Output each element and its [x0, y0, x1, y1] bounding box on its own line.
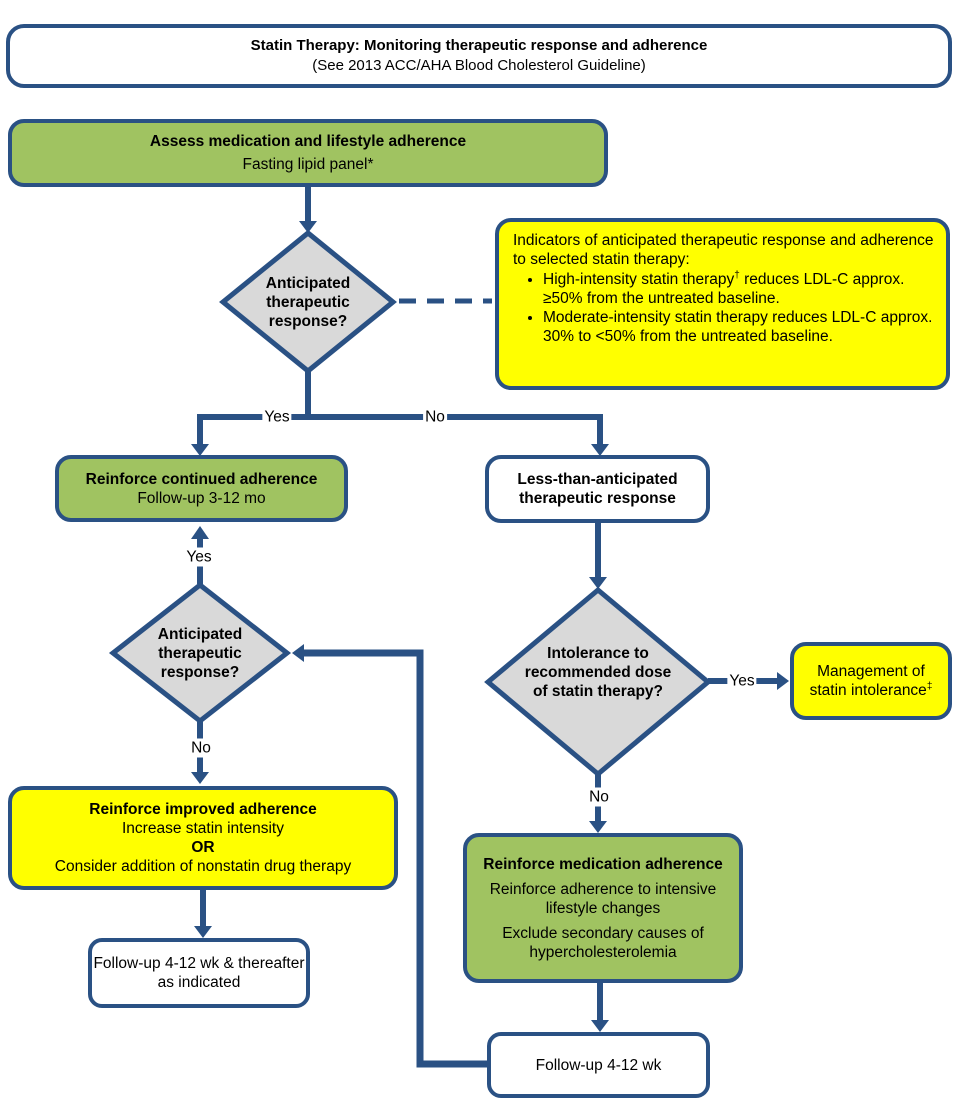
diamond2-label: Anticipated therapeutic response? — [157, 626, 243, 681]
arrowhead-down-followup-thereafter — [194, 926, 212, 938]
reinforce-medication-title: Reinforce medication adherence — [483, 855, 723, 873]
label-yes-branch1: Yes — [262, 407, 292, 427]
connector-feedback-loop — [303, 649, 487, 1068]
node-reinforce-medication: Reinforce medication adherence Reinforce… — [463, 833, 743, 983]
reinforce-medication-para2: Exclude secondary causes of hypercholest… — [502, 924, 704, 961]
indicators-intro: Indicators of anticipated therapeutic re… — [513, 232, 934, 268]
arrowhead-down-less-than — [591, 444, 609, 456]
management-text: Management of statin intolerance‡ — [809, 663, 933, 699]
reinforce-medication-para1: Reinforce adherence to intensive lifesty… — [489, 880, 717, 917]
double-dagger-symbol: ‡ — [926, 680, 933, 692]
label-no-diamond3: No — [587, 787, 611, 807]
title-box: Statin Therapy: Monitoring therapeutic r… — [6, 24, 952, 88]
arrowhead-down-reinforce-improved — [191, 772, 209, 784]
arrowhead-left-diamond2 — [292, 644, 304, 662]
assess-subtitle: Fasting lipid panel* — [242, 156, 374, 173]
assess-title: Assess medication and lifestyle adherenc… — [149, 133, 467, 150]
dagger-symbol: † — [734, 269, 740, 281]
node-assess-adherence: Assess medication and lifestyle adherenc… — [8, 119, 608, 187]
reinforce-improved-title: Reinforce improved adherence — [89, 801, 317, 818]
node-followup-thereafter: Follow-up 4-12 wk & thereafter as indica… — [88, 938, 310, 1008]
label-yes-diamond3: Yes — [727, 671, 757, 691]
reinforce-continued-subtitle: Follow-up 3-12 mo — [137, 489, 266, 507]
node-followup-412: Follow-up 4-12 wk — [487, 1032, 710, 1098]
arrowhead-down-diamond3 — [589, 577, 607, 589]
title-line2: (See 2013 ACC/AHA Blood Cholesterol Guid… — [312, 57, 646, 74]
reinforce-continued-title: Reinforce continued adherence — [85, 470, 318, 488]
node-management-intolerance: Management of statin intolerance‡ — [790, 642, 952, 720]
diamond3-label: Intolerance to recommended dose of stati… — [524, 645, 672, 700]
indicators-bullet2: Moderate-intensity statin therapy reduce… — [543, 308, 938, 346]
arrowhead-down-reinforce-medication — [589, 821, 607, 833]
node-reinforce-improved: Reinforce improved adherence Increase st… — [8, 786, 398, 890]
arrowhead-up-reinforce-continued — [191, 526, 209, 539]
node-less-than-anticipated: Less-than-anticipated therapeutic respon… — [485, 455, 710, 523]
reinforce-improved-line2: Increase statin intensity — [122, 820, 284, 837]
reinforce-improved-line4: Consider addition of nonstatin drug ther… — [54, 858, 352, 875]
arrowhead-down-followup-412 — [591, 1020, 609, 1032]
label-no-diamond2: No — [189, 738, 213, 758]
reinforce-improved-or: OR — [191, 839, 215, 856]
indicators-bullet1: High-intensity statin therapy† reduces L… — [543, 270, 938, 308]
arrowhead-right-management — [777, 672, 789, 690]
diamond1-label: Anticipated therapeutic response? — [265, 275, 351, 330]
title-line1: Statin Therapy: Monitoring therapeutic r… — [250, 37, 708, 54]
label-yes-diamond2: Yes — [184, 547, 214, 567]
node-indicators: Indicators of anticipated therapeutic re… — [495, 218, 950, 390]
node-reinforce-continued: Reinforce continued adherence Follow-up … — [55, 455, 348, 522]
label-no-branch1: No — [423, 407, 447, 427]
arrowhead-down-reinforce-continued — [191, 444, 209, 456]
indicators-list: High-intensity statin therapy† reduces L… — [513, 270, 938, 346]
arrowhead-down-diamond1 — [299, 221, 317, 233]
connector-yes-no-branch — [197, 414, 603, 450]
